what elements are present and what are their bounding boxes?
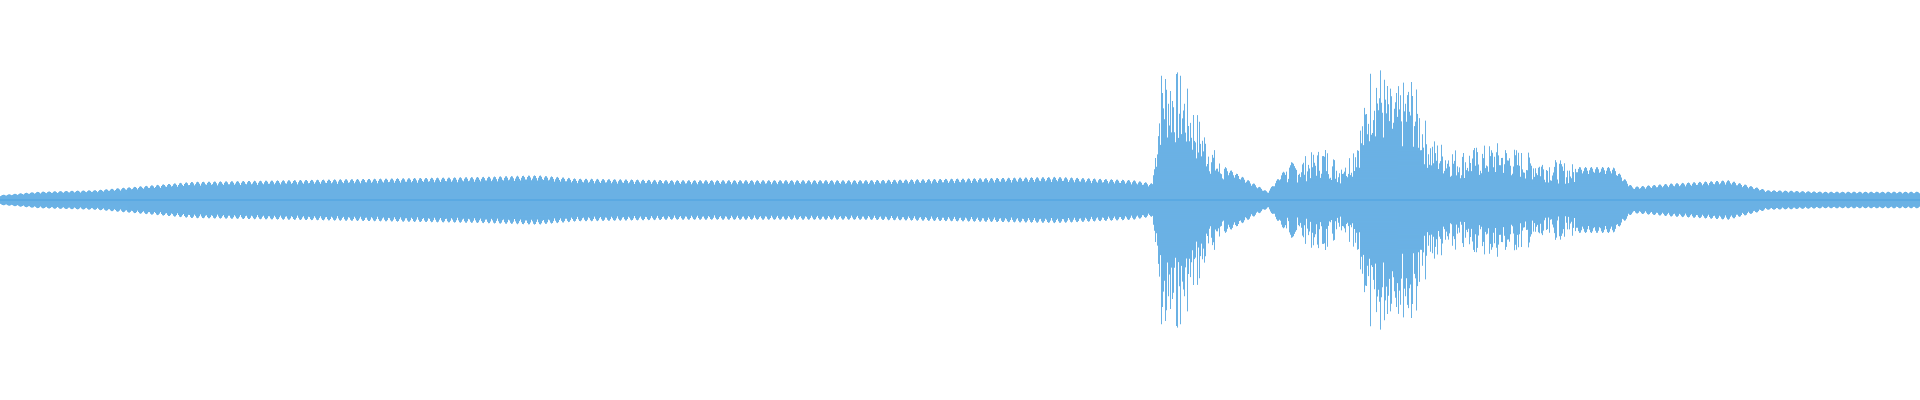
waveform-bars xyxy=(0,70,1920,330)
